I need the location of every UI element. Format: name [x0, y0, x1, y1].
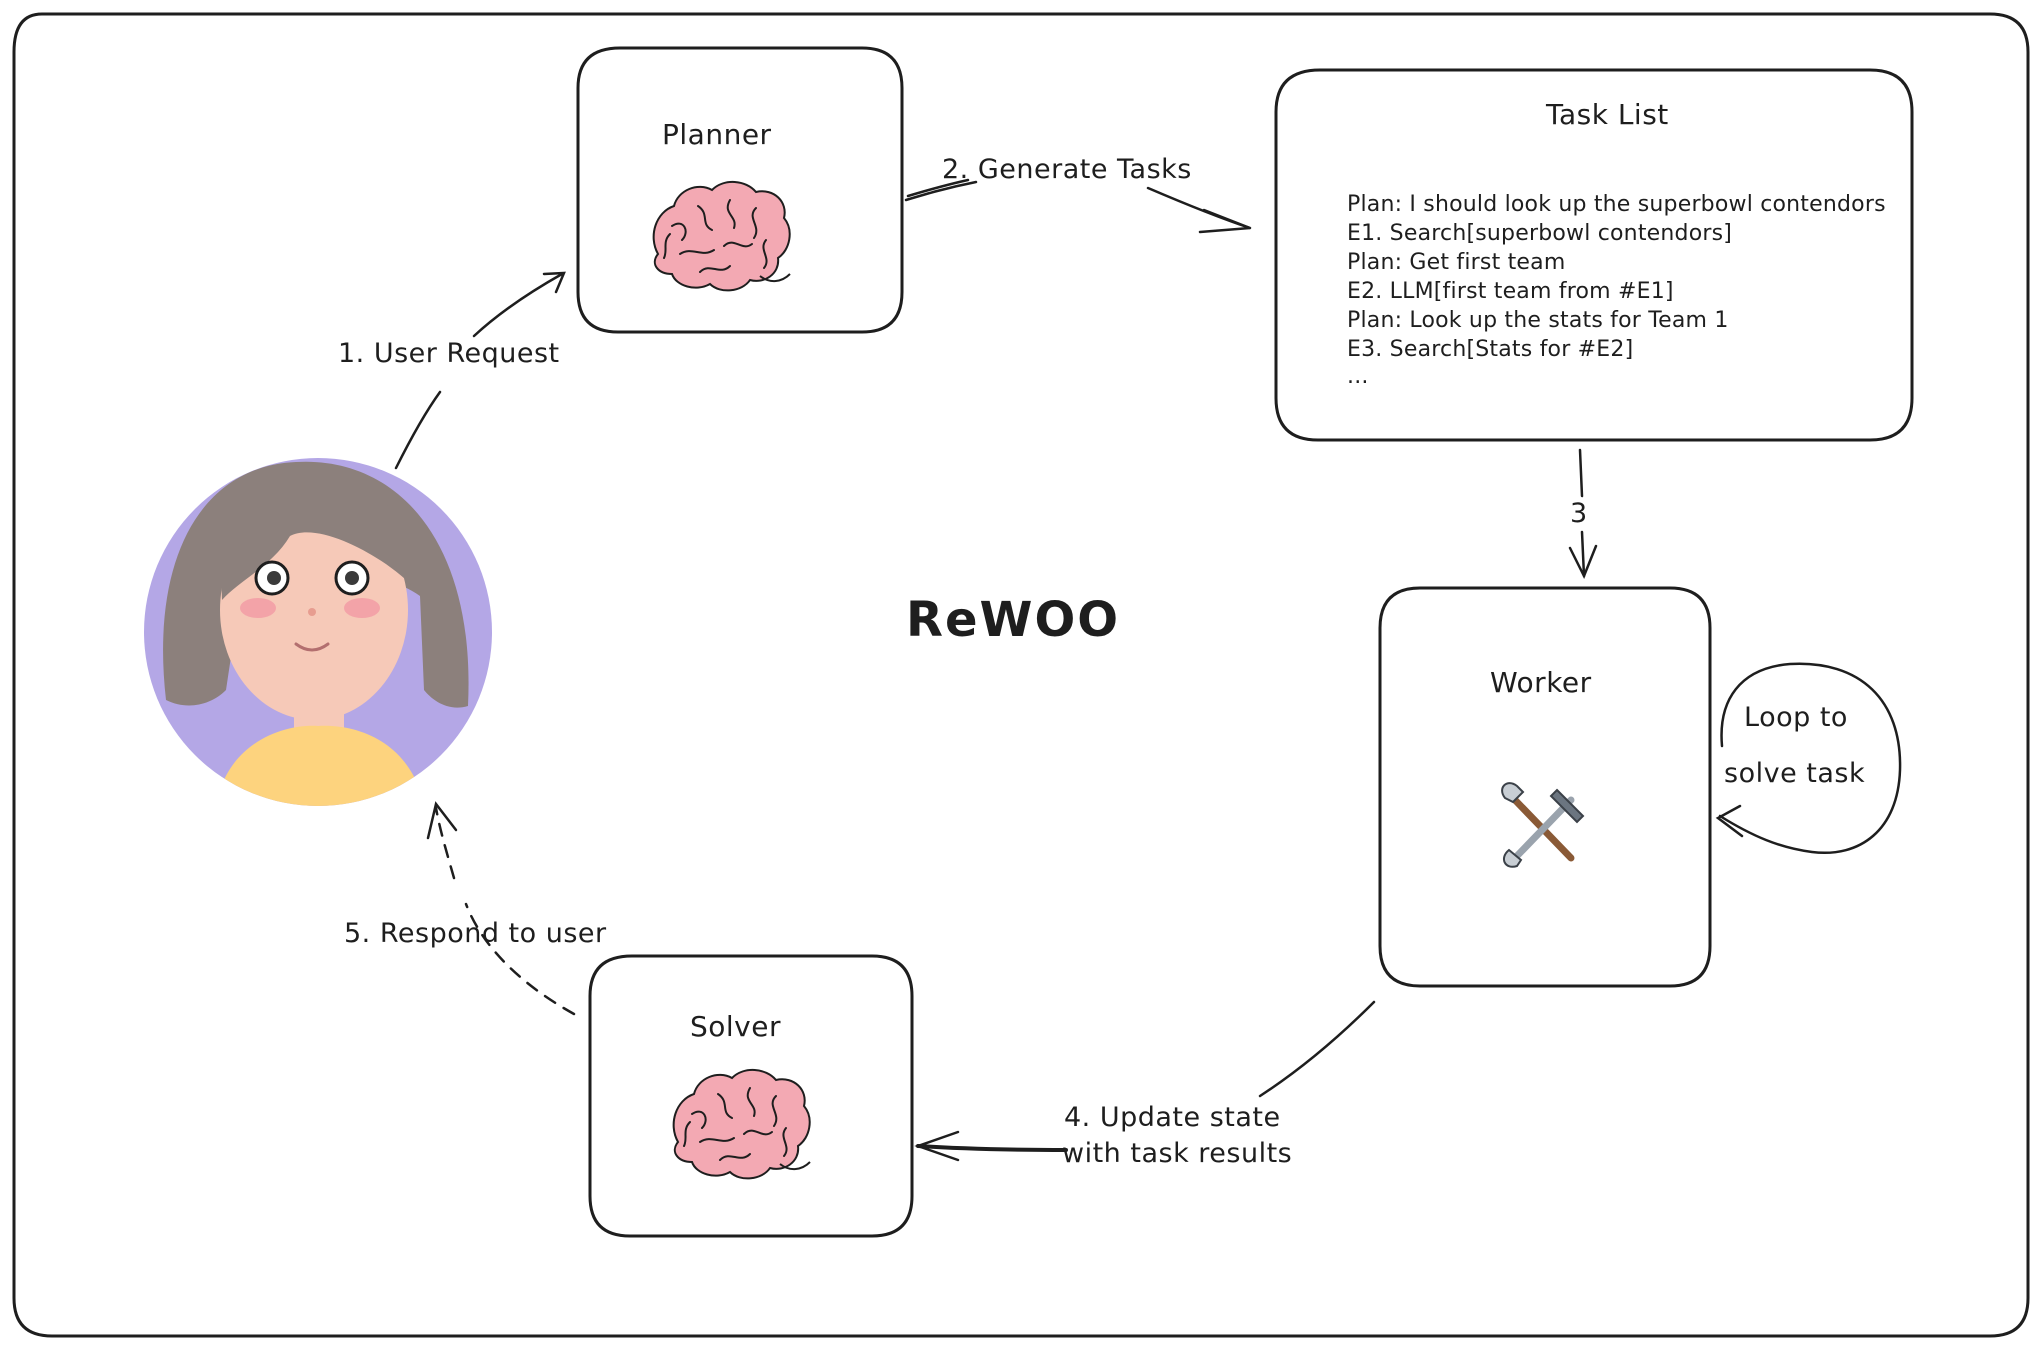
user-avatar-icon	[144, 458, 492, 806]
edge-update-state	[914, 1000, 1376, 1162]
planner-label: Planner	[662, 118, 772, 151]
hammer-and-wrench-icon	[1501, 782, 1585, 868]
loop-label-line1: Loop to	[1744, 702, 1848, 733]
update-state-label-line1: 4. Update state	[1064, 1102, 1281, 1133]
outer-frame	[12, 12, 2030, 1338]
task-line: E1. Search[superbowl contendors]	[1347, 221, 1733, 246]
task-line: Plan: Look up the stats for Team 1	[1347, 308, 1729, 333]
task-line: Plan: I should look up the superbowl con…	[1347, 192, 1886, 217]
edge-generate-tasks	[904, 178, 1252, 234]
task-line: E2. LLM[first team from #E1]	[1347, 279, 1674, 304]
user-request-label: 1. User Request	[338, 338, 560, 369]
loop-label-line2: solve task	[1724, 758, 1866, 789]
task-line: Plan: Get first team	[1347, 250, 1566, 275]
task-line: ...	[1347, 364, 1369, 389]
step-3-label: 3	[1570, 498, 1588, 529]
respond-to-user-label: 5. Respond to user	[344, 918, 607, 949]
edge-respond	[434, 806, 576, 1016]
task-line: E3. Search[Stats for #E2]	[1347, 337, 1634, 362]
edge-user-request	[394, 271, 566, 470]
task-list-node	[1274, 68, 1914, 442]
diagram-title: ReWOO	[906, 592, 1121, 648]
edge-respond-arrowhead	[426, 801, 458, 840]
edge-loop	[1715, 662, 1902, 855]
worker-node	[1378, 586, 1712, 988]
edge-step-3	[1568, 448, 1598, 580]
generate-tasks-label: 2. Generate Tasks	[942, 154, 1192, 185]
update-state-label-line2: with task results	[1062, 1138, 1293, 1169]
worker-label: Worker	[1490, 666, 1592, 699]
solver-label: Solver	[690, 1010, 781, 1043]
task-list-title: Task List	[1546, 98, 1669, 131]
